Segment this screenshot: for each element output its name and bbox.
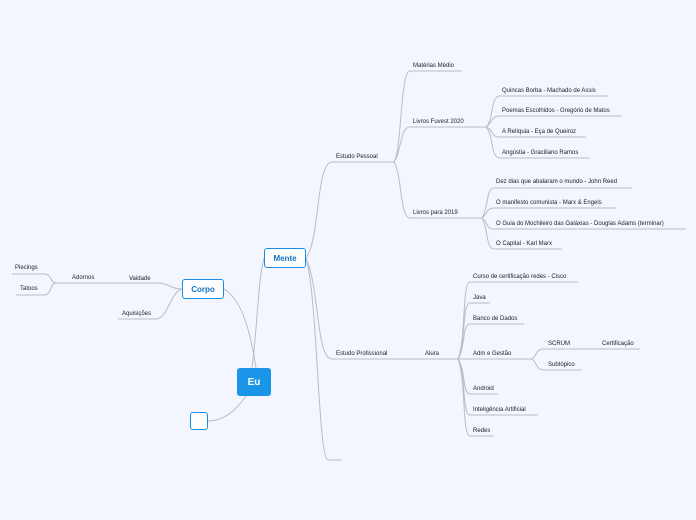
piercings-topic[interactable]: Piecings [15,265,38,271]
alura-item-ia[interactable]: Inteligência Artificial [473,407,526,413]
alura-item-android[interactable]: Android [473,386,494,392]
aquisicoes-topic[interactable]: Aquisições [122,311,152,317]
fuvest-item-2[interactable]: Poemas Escolhidos - Gregório de Matos [502,108,610,114]
livros-2019-item-3[interactable]: O Guia do Mochileiro das Galáxias - Doug… [496,221,664,227]
tatoos-topic[interactable]: Tatoos [20,286,38,292]
root-node-eu[interactable]: Eu [237,368,271,396]
corpo-node[interactable]: Corpo [182,279,224,299]
livros-2019-item-2[interactable]: O manifesto comunista - Marx & Engels [496,200,602,206]
alura-topic[interactable]: Alura [425,351,440,357]
certificacao-topic[interactable]: Certificação [602,341,634,347]
alura-item-redes[interactable]: Redes [473,428,491,434]
livros-2019-item-1[interactable]: Dez dias que abalaram o mundo - John Ree… [496,179,618,185]
livros-2019-item-4[interactable]: O Capital - Karl Marx [496,241,553,247]
scrum-topic[interactable]: SCRUM [548,341,570,347]
estudo-profissional-topic[interactable]: Estudo Profissional [336,351,388,357]
fuvest-item-4[interactable]: Angústia - Graciliano Ramos [502,150,579,156]
materias-medio-topic[interactable]: Matérias Médio [413,63,455,69]
mente-node[interactable]: Mente [264,248,306,268]
mente-label: Mente [273,253,297,263]
livros-2019-topic[interactable]: Livros para 2019 [413,210,458,216]
alura-item-cisco[interactable]: Curso de certificação redes - Cisco [473,274,567,280]
alura-item-java[interactable]: Java [473,295,486,301]
root-label: Eu [247,376,261,388]
vaidade-topic[interactable]: Vaidade [129,276,151,282]
alura-item-banco-dados[interactable]: Banco de Dados [473,316,518,322]
alura-item-adm-gestao[interactable]: Adm e Gestão [473,351,512,357]
adornos-topic[interactable]: Adornos [72,275,95,281]
livros-fuvest-topic[interactable]: Livros Fuvest 2020 [413,119,464,125]
fuvest-item-1[interactable]: Quincas Borba - Machado de Assis [502,88,596,94]
estudo-pessoal-topic[interactable]: Estudo Pessoal [336,154,378,160]
subtopico-topic[interactable]: Subtópico [548,362,575,368]
fuvest-item-3[interactable]: A Relíquia - Eça de Queiroz [502,129,577,135]
blank-node[interactable] [190,412,208,430]
corpo-label: Corpo [191,284,215,294]
